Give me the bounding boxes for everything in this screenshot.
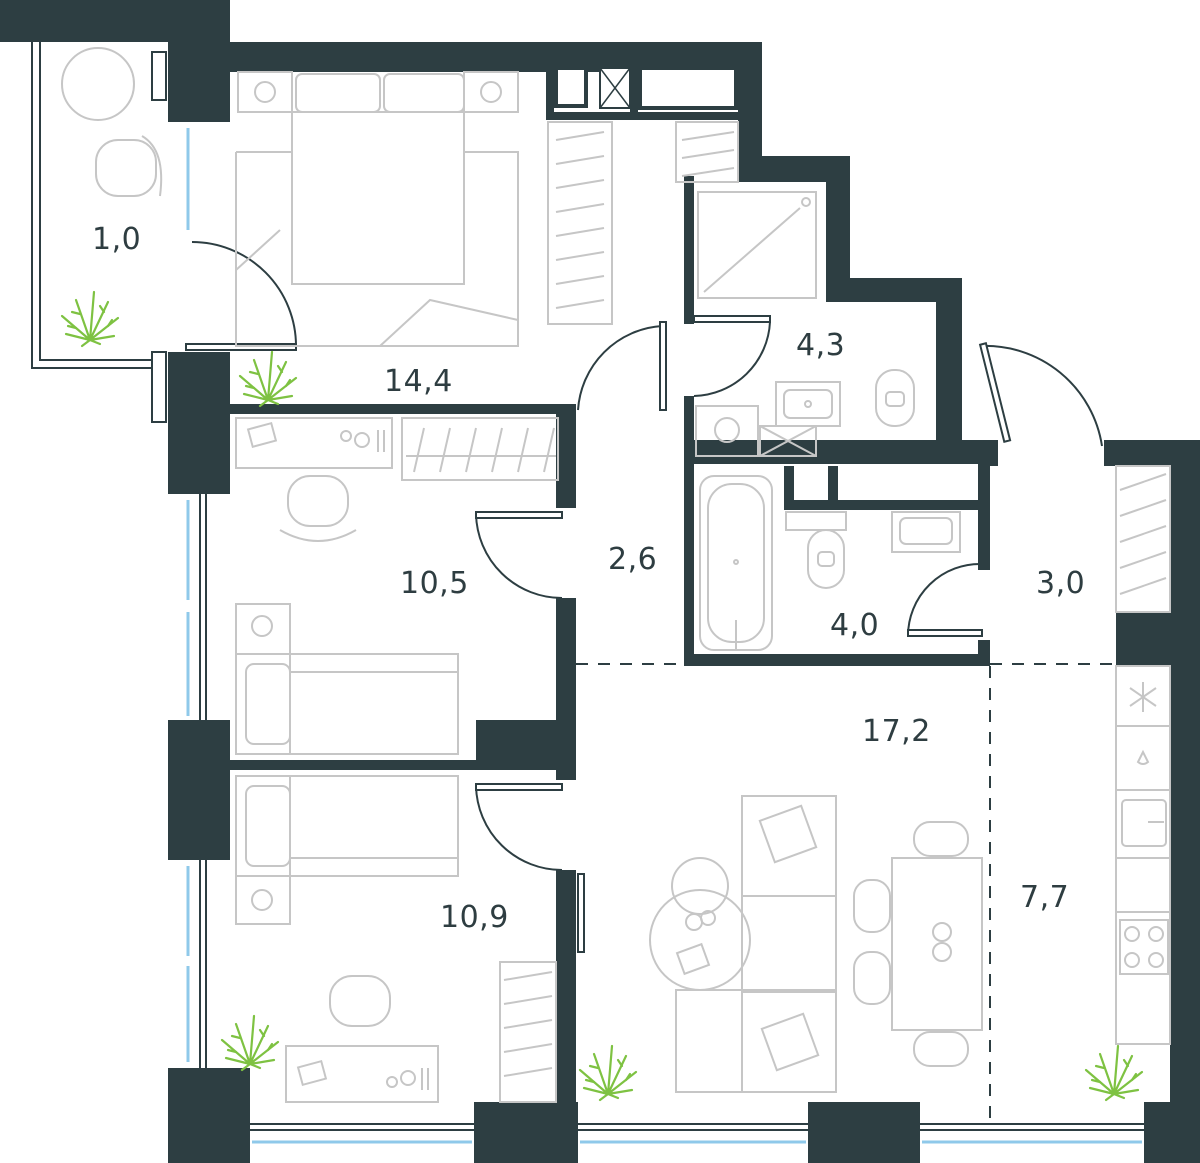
room-area-bathroom-upper: 4,3 (796, 328, 846, 363)
room-area-master-bedroom: 14,4 (384, 364, 453, 399)
plant-icon (220, 1014, 280, 1072)
plant-icon (578, 1044, 638, 1102)
plants (60, 290, 1144, 1102)
desk-icon (285, 975, 439, 1103)
room-area-hall: 3,0 (1036, 566, 1086, 601)
bathtub-icon (699, 475, 773, 651)
furniture (61, 47, 1171, 1103)
bed-icon (235, 71, 519, 347)
room-area-bedroom-lower: 10,9 (440, 900, 509, 935)
bed-icon (235, 603, 459, 755)
doors (185, 241, 1103, 953)
room-area-kitchen: 7,7 (1020, 880, 1070, 915)
toilet-icon (785, 511, 847, 589)
plant-icon (238, 350, 298, 408)
balcony-table-icon (61, 47, 163, 197)
sink-icon (775, 381, 841, 427)
windows (31, 42, 1144, 1144)
washing-machine-icon (695, 405, 817, 457)
zone-dividers (576, 663, 1116, 1120)
room-area-living-room: 17,2 (862, 714, 931, 749)
room-area-bathroom-lower: 4,0 (830, 608, 880, 643)
sofa-icon (649, 795, 837, 1093)
toilet-icon (875, 369, 915, 427)
room-area-bedroom-middle: 10,5 (400, 566, 469, 601)
bed-icon (235, 775, 459, 925)
kitchen-counter-icon (1115, 665, 1171, 1045)
sink-icon (891, 511, 961, 553)
table-icon (853, 821, 983, 1067)
wardrobe-icon (401, 121, 1171, 1103)
plant-icon (1084, 1044, 1144, 1102)
desk-icon (235, 417, 393, 542)
room-area-corridor: 2,6 (608, 542, 658, 577)
plant-icon (60, 290, 120, 348)
room-area-balcony: 1,0 (92, 222, 142, 257)
shower-icon (697, 191, 817, 299)
